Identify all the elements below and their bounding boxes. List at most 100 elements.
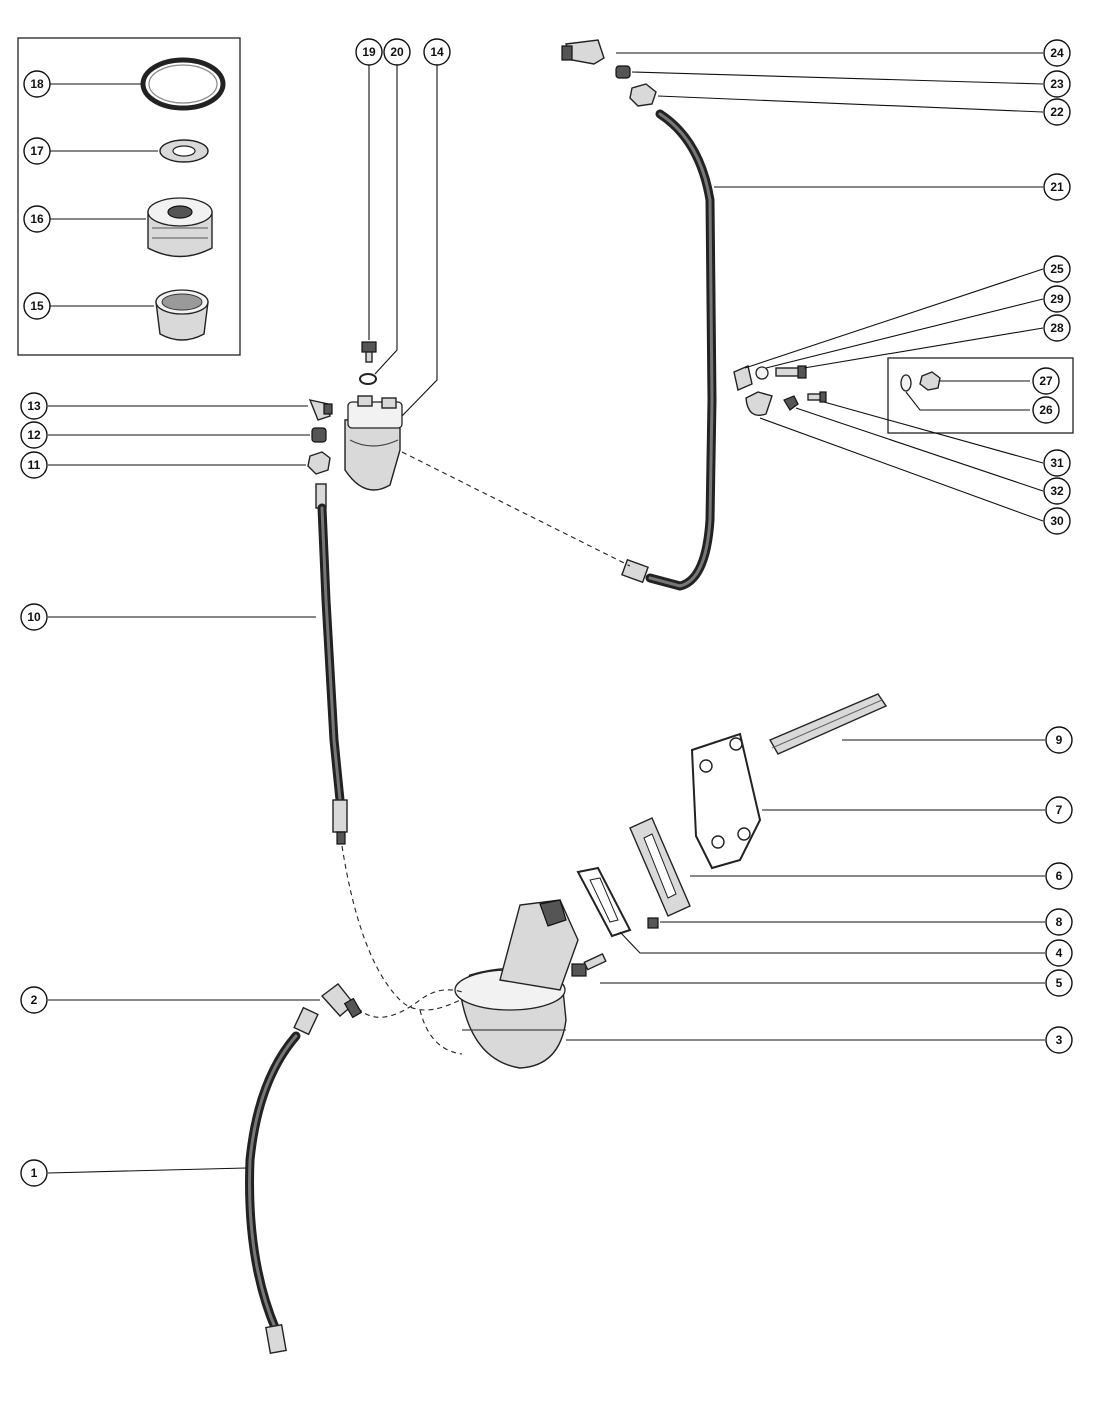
callout-21: 21 — [1043, 173, 1071, 201]
callout-26-label: 26 — [1039, 403, 1053, 417]
callout-19-label: 19 — [362, 45, 376, 59]
callout-14: 14 — [423, 38, 451, 66]
callout-20-label: 20 — [390, 45, 404, 59]
part-4-gasket — [576, 866, 632, 938]
callout-9-label: 9 — [1056, 733, 1063, 747]
part-30-clamp — [745, 391, 773, 416]
callout-8-label: 8 — [1056, 915, 1063, 929]
part-24-elbow — [561, 39, 605, 65]
callout-22: 22 — [1043, 98, 1071, 126]
callout-13: 13 — [20, 392, 48, 420]
part-25-clamp — [733, 365, 753, 391]
callout-24: 24 — [1043, 39, 1071, 67]
callout-5-label: 5 — [1056, 976, 1063, 990]
callout-7-label: 7 — [1056, 803, 1063, 817]
part-32-nut — [783, 395, 799, 411]
callout-14-label: 14 — [430, 45, 444, 59]
callout-21-label: 21 — [1050, 180, 1064, 194]
callout-20: 20 — [383, 38, 411, 66]
callout-28-label: 28 — [1050, 321, 1064, 335]
callout-10: 10 — [20, 603, 48, 631]
callout-11-label: 11 — [28, 458, 41, 472]
callout-32: 32 — [1043, 477, 1071, 505]
callout-26: 26 — [1032, 396, 1060, 424]
connection-fitting-to-pump — [357, 989, 463, 1018]
callout-29-label: 29 — [1050, 292, 1064, 306]
part-1-fuel-hose — [245, 1006, 319, 1355]
callout-29: 29 — [1043, 285, 1071, 313]
callout-27-label: 27 — [1039, 374, 1053, 388]
part-28-bolt — [775, 365, 807, 379]
part-16-filter-element — [147, 197, 213, 258]
callout-6: 6 — [1045, 862, 1073, 890]
callout-30: 30 — [1043, 507, 1071, 535]
callout-18-label: 18 — [30, 77, 44, 91]
callout-25-label: 25 — [1050, 262, 1064, 276]
part-5-bolt — [571, 952, 607, 977]
part-12-sleeve — [311, 427, 327, 443]
connection-hose-to-pump — [341, 845, 461, 1011]
part-7-gasket — [690, 732, 762, 870]
part-3-fuel-pump — [454, 899, 579, 1069]
connection-pump-loop — [419, 1009, 463, 1055]
callout-17: 17 — [23, 137, 51, 165]
part-19-screw — [361, 341, 377, 363]
callout-18: 18 — [23, 70, 51, 98]
callout-4-label: 4 — [1056, 946, 1063, 960]
callout-11: 11 — [20, 451, 48, 479]
callout-12-label: 12 — [27, 428, 41, 442]
callout-31: 31 — [1043, 449, 1071, 477]
callout-13-label: 13 — [27, 399, 41, 413]
callout-25: 25 — [1043, 255, 1071, 283]
callout-31-label: 31 — [1050, 456, 1064, 470]
part-29-washer — [755, 366, 769, 380]
filter-element-inset-box — [17, 37, 241, 356]
callout-8: 8 — [1045, 908, 1073, 936]
callout-2-label: 2 — [31, 993, 38, 1007]
callout-19: 19 — [355, 38, 383, 66]
part-20-gasket — [359, 373, 377, 385]
part-15-filter-bowl — [155, 289, 209, 341]
part-6-plate — [629, 817, 691, 917]
callout-23-label: 23 — [1050, 77, 1064, 91]
part-11-nut — [307, 451, 331, 475]
callout-24-label: 24 — [1050, 46, 1064, 60]
part-2-fitting — [320, 983, 363, 1019]
callout-15: 15 — [23, 292, 51, 320]
callout-10-label: 10 — [27, 610, 41, 624]
callout-22-label: 22 — [1050, 105, 1064, 119]
part-14-fuel-filter-assembly — [344, 395, 403, 491]
callout-5: 5 — [1045, 969, 1073, 997]
callout-28: 28 — [1043, 314, 1071, 342]
callout-4: 4 — [1045, 939, 1073, 967]
callout-2: 2 — [20, 986, 48, 1014]
part-23-sleeve — [615, 65, 631, 79]
callout-3-label: 3 — [1056, 1033, 1063, 1047]
callout-3: 3 — [1045, 1026, 1073, 1054]
part-26-washer — [900, 374, 912, 392]
callout-23: 23 — [1043, 70, 1071, 98]
callout-16: 16 — [23, 205, 51, 233]
callout-12: 12 — [20, 421, 48, 449]
part-8-screw — [647, 917, 659, 929]
connection-filter-to-line — [401, 451, 631, 567]
part-22-nut — [629, 83, 657, 107]
callout-1: 1 — [20, 1159, 48, 1187]
leader-lines — [47, 52, 1045, 1174]
part-13-elbow-fitting — [308, 399, 333, 421]
callout-6-label: 6 — [1056, 869, 1063, 883]
part-27-nut — [919, 371, 941, 391]
callout-7: 7 — [1045, 796, 1073, 824]
callout-1-label: 1 — [31, 1166, 38, 1180]
callout-30-label: 30 — [1050, 514, 1064, 528]
callout-32-label: 32 — [1050, 484, 1064, 498]
callout-9: 9 — [1045, 726, 1073, 754]
part-18-gasket-ring — [140, 57, 226, 111]
clamp-hardware-inset-box — [887, 357, 1074, 434]
callout-17-label: 17 — [30, 144, 44, 158]
part-9-pushrod — [769, 693, 888, 755]
callout-27: 27 — [1032, 367, 1060, 395]
callout-15-label: 15 — [30, 299, 44, 313]
part-31-screw — [807, 391, 827, 403]
